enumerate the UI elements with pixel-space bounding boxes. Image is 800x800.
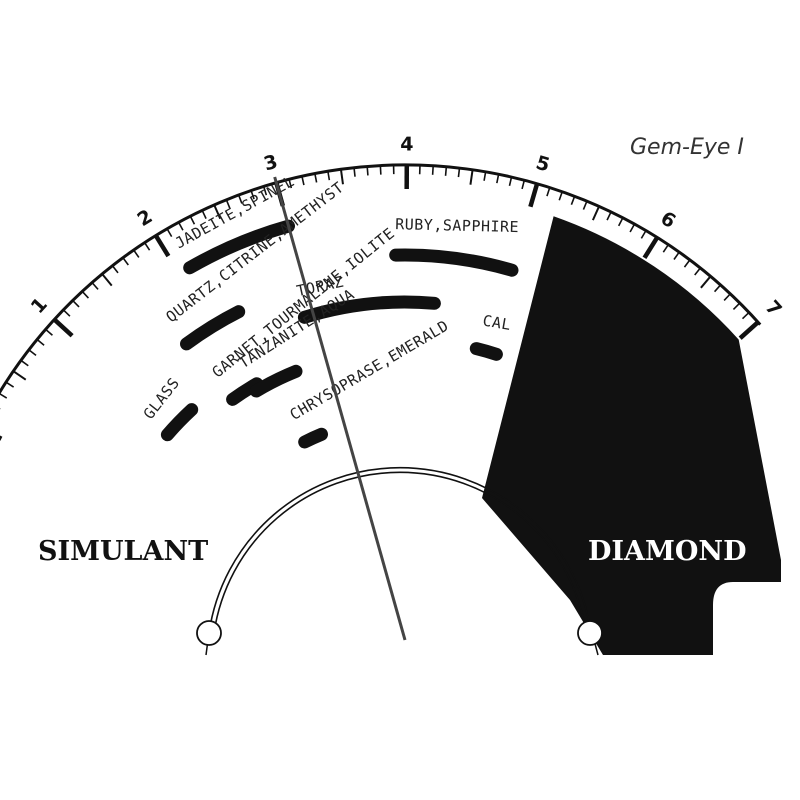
minor-tick [62, 309, 71, 317]
major-tick [153, 234, 171, 258]
minor-tick [189, 215, 196, 225]
minor-tick [508, 176, 513, 187]
minor-tick [694, 267, 701, 276]
gem-range-bar [249, 364, 303, 398]
tick-label: 6 [657, 207, 680, 233]
tick-label: 2 [134, 205, 157, 231]
minor-tick [327, 171, 331, 181]
indicator-needle [273, 176, 407, 641]
minor-tick [483, 171, 487, 181]
minor-tick [237, 194, 243, 204]
minor-tick [314, 173, 318, 183]
minor-tick [166, 228, 173, 238]
diamond-zone [482, 216, 781, 656]
base-arc-outer [208, 466, 592, 634]
minor-tick [122, 257, 129, 266]
minor-tick [111, 265, 119, 274]
major-tick [528, 183, 540, 208]
minor-tick [366, 166, 369, 176]
gem-labels: GLASSQUARTZ,CITRINE,AMETHYSTGARNET,TOURM… [140, 172, 520, 424]
gem-range-bar [160, 403, 199, 442]
half-tick [213, 204, 222, 220]
minor-tick [28, 349, 37, 356]
minor-tick [177, 222, 184, 231]
minor-tick [288, 179, 293, 189]
minor-tick [72, 299, 80, 308]
gem-label: CAL [481, 312, 512, 335]
gem-range-bars [160, 219, 519, 449]
minor-tick [582, 200, 588, 210]
simulant-label: SIMULANT [38, 536, 208, 567]
instrument-name: Gem-Eye I [630, 135, 744, 160]
half-tick [469, 169, 474, 185]
minor-tick [225, 199, 231, 209]
major-tick [0, 435, 3, 441]
gem-label: RUBY,SAPPHIRE [395, 215, 519, 236]
minor-tick [496, 174, 500, 184]
minor-tick [570, 196, 576, 206]
major-tick [52, 317, 74, 338]
minor-tick [629, 223, 636, 233]
tick-label: 5 [533, 152, 552, 177]
minor-tick [558, 191, 563, 201]
left-pivot-knob [196, 620, 222, 646]
minor-tick [431, 165, 434, 175]
minor-tick [91, 282, 99, 290]
minor-tick [5, 381, 15, 388]
gem-range-bar [297, 295, 441, 324]
gem-range-bar [298, 427, 328, 449]
minor-tick [732, 302, 741, 310]
minor-tick [262, 186, 268, 196]
major-tick [738, 320, 760, 340]
half-tick [12, 370, 27, 381]
minor-tick [20, 359, 29, 367]
minor-tick [301, 176, 305, 186]
minor-tick [36, 338, 45, 346]
scale-arc [0, 163, 762, 395]
minor-tick [673, 251, 680, 260]
minor-tick [741, 311, 750, 320]
diamond-label: DIAMOND [588, 536, 747, 567]
base-arc-inner [213, 471, 587, 634]
half-tick [101, 273, 113, 287]
minor-tick [713, 284, 722, 293]
minor-tick [133, 249, 140, 258]
minor-tick [606, 211, 612, 221]
minor-tick [723, 293, 731, 301]
minor-tick [353, 167, 356, 177]
minor-tick [0, 393, 8, 399]
tick-label: 3 [261, 151, 280, 176]
gem-range-bar [183, 219, 295, 275]
minor-tick [250, 190, 255, 200]
tick-label: 4 [400, 133, 413, 155]
minor-tick [617, 217, 624, 227]
gem-range-bar [180, 305, 246, 351]
tick-label: 7 [761, 296, 786, 321]
minor-tick [457, 168, 461, 178]
half-tick [591, 206, 600, 221]
minor-tick [521, 180, 526, 190]
minor-tick [45, 328, 53, 336]
half-tick [339, 169, 344, 185]
minor-tick [81, 290, 90, 299]
gem-range-bar [389, 248, 519, 277]
gem-range-bar [469, 342, 503, 361]
minor-tick [546, 187, 551, 197]
minor-tick [640, 230, 647, 239]
gem-label: CHRYSOPRASE,EMERALD [287, 317, 452, 424]
major-tick [642, 236, 660, 260]
tick-label: 1 [27, 293, 52, 318]
right-pivot-knob [577, 620, 603, 646]
minor-tick [444, 166, 448, 176]
half-tick [700, 275, 712, 289]
minor-tick [662, 244, 669, 253]
minor-tick [201, 210, 207, 219]
minor-tick [683, 259, 691, 268]
minor-tick [143, 242, 151, 251]
